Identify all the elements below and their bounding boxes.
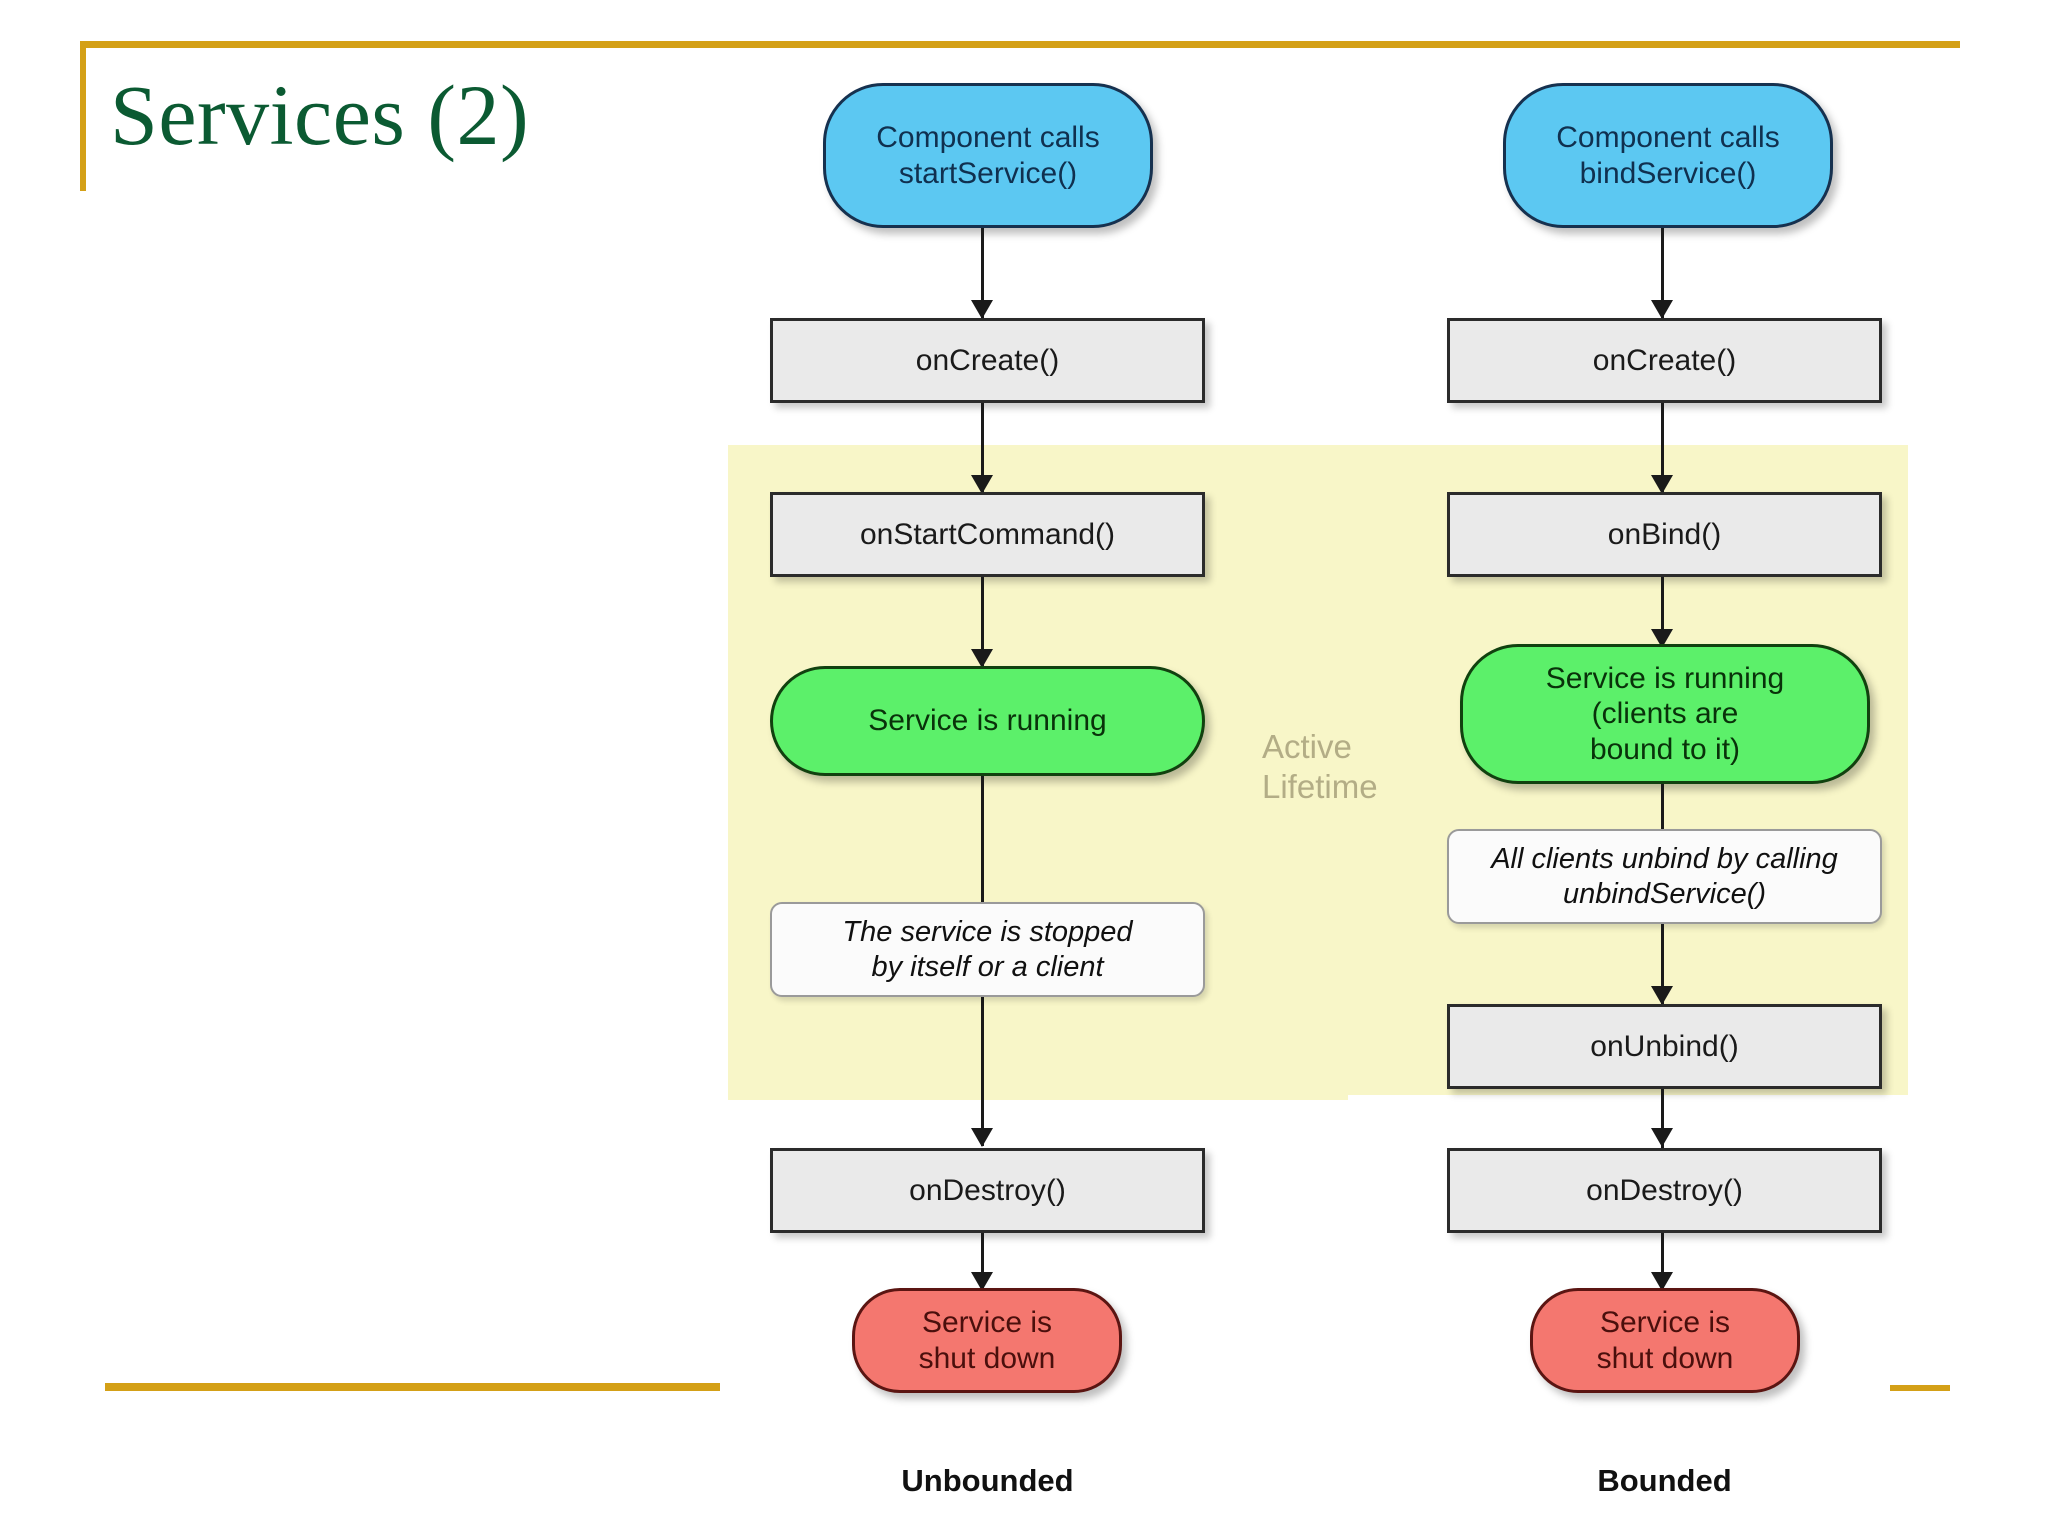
arrowhead-unbounded-destroy-to-shutdown — [971, 1272, 993, 1291]
edge-unbounded-start-to-create — [981, 228, 984, 318]
arrowhead-unbounded-startcommand-to-running — [971, 649, 993, 668]
node-unbounded-note-stopped: The service is stopped by itself or a cl… — [770, 902, 1205, 997]
node-unbounded-start: Component calls startService() — [823, 83, 1153, 228]
arrowhead-unbounded-create-to-startcommand — [971, 475, 993, 494]
arrowhead-unbounded-start-to-create — [971, 300, 993, 319]
column-caption-unbounded: Unbounded — [901, 1463, 1074, 1498]
slide-bottom-right-rule — [1890, 1385, 1950, 1391]
arrowhead-bounded-unbind-to-destroy — [1651, 1128, 1673, 1147]
node-bounded-note-unbind: All clients unbind by calling unbindServ… — [1447, 829, 1882, 924]
node-bounded-running: Service is running (clients are bound to… — [1460, 644, 1870, 784]
arrowhead-bounded-start-to-create — [1651, 300, 1673, 319]
node-unbounded-on-create: onCreate() — [770, 318, 1205, 403]
node-bounded-on-create: onCreate() — [1447, 318, 1882, 403]
slide-left-rule — [80, 41, 86, 191]
slide-bottom-left-rule — [105, 1383, 720, 1391]
arrowhead-bounded-destroy-to-shutdown — [1651, 1272, 1673, 1291]
edge-bounded-create-to-bind — [1661, 403, 1664, 493]
slide-top-rule — [80, 41, 1960, 48]
edge-unbounded-destroy-to-shutdown — [981, 1233, 984, 1293]
active-lifetime-label: Active Lifetime — [1262, 728, 1378, 806]
node-bounded-shutdown: Service is shut down — [1530, 1288, 1800, 1393]
node-bounded-on-destroy: onDestroy() — [1447, 1148, 1882, 1233]
edge-unbounded-startcommand-to-running — [981, 577, 984, 667]
edge-bounded-note-to-unbind — [1661, 924, 1664, 1004]
node-unbounded-shutdown: Service is shut down — [852, 1288, 1122, 1393]
arrowhead-unbounded-running-to-destroy — [971, 1128, 993, 1147]
node-unbounded-on-start-command: onStartCommand() — [770, 492, 1205, 577]
edge-unbounded-create-to-startcommand — [981, 403, 984, 493]
node-bounded-start: Component calls bindService() — [1503, 83, 1833, 228]
arrowhead-bounded-create-to-bind — [1651, 475, 1673, 494]
node-unbounded-on-destroy: onDestroy() — [770, 1148, 1205, 1233]
page-title: Services (2) — [110, 67, 530, 163]
edge-bounded-bind-to-running — [1661, 577, 1664, 657]
node-unbounded-running: Service is running — [770, 666, 1205, 776]
edge-bounded-destroy-to-shutdown — [1661, 1233, 1664, 1293]
node-bounded-on-bind: onBind() — [1447, 492, 1882, 577]
edge-bounded-running-to-note — [1661, 784, 1664, 829]
node-bounded-on-unbind: onUnbind() — [1447, 1004, 1882, 1089]
arrowhead-bounded-bind-to-running — [1651, 629, 1673, 648]
arrowhead-bounded-note-to-unbind — [1651, 986, 1673, 1005]
column-caption-bounded: Bounded — [1597, 1463, 1732, 1498]
edge-bounded-unbind-to-destroy — [1661, 1089, 1664, 1164]
edge-bounded-start-to-create — [1661, 228, 1664, 318]
